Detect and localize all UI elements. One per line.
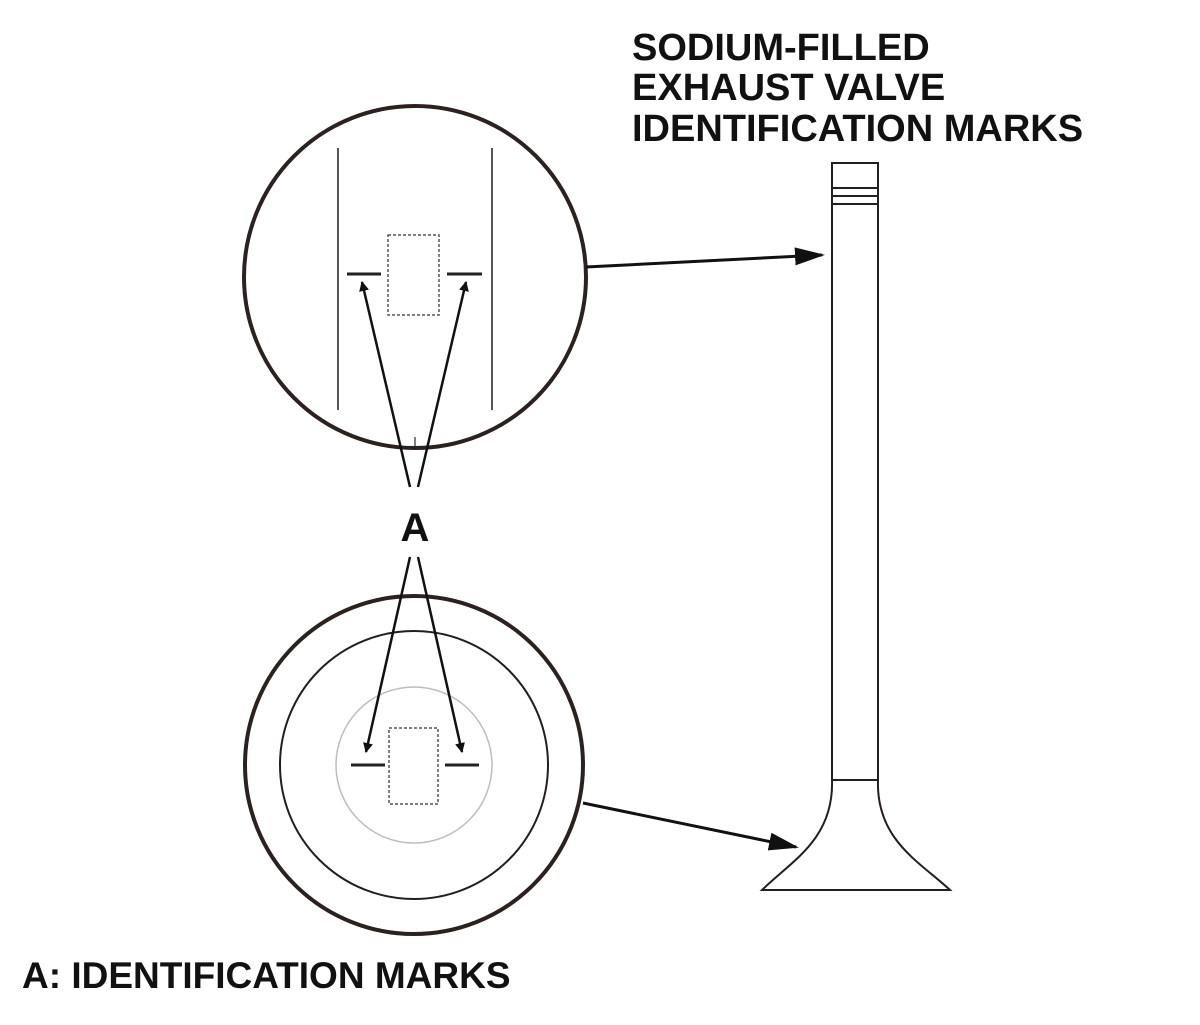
callout-arrow-top-left — [359, 281, 412, 488]
callout-arrow-bottom-right — [416, 556, 465, 753]
stem-detail-view — [242, 104, 588, 450]
stem-sodium-cavity — [387, 234, 440, 316]
face-outer-circle — [243, 594, 585, 936]
callout-arrow-top-right — [416, 281, 469, 488]
face-leader-arrow — [582, 801, 799, 851]
exhaust-valve — [759, 162, 953, 891]
face-detail-view — [243, 594, 585, 936]
face-inner-circle — [279, 630, 549, 900]
callout-arrows — [359, 281, 469, 753]
legend-text: A: IDENTIFICATION MARKS — [22, 955, 511, 996]
diagram-title: SODIUM-FILLED EXHAUST VALVE IDENTIFICATI… — [632, 27, 1083, 150]
title-line-3: IDENTIFICATION MARKS — [632, 108, 1083, 150]
callout-arrow-bottom-left — [363, 556, 412, 753]
stem-detail-circle — [242, 104, 588, 450]
title-line-1: SODIUM-FILLED — [632, 27, 930, 69]
callout-label-a: A — [401, 506, 430, 550]
face-sodium-cavity — [388, 727, 439, 805]
valve-head — [759, 779, 953, 891]
stem-leader-arrow — [585, 247, 825, 269]
title-line-2: EXHAUST VALVE — [632, 67, 945, 109]
valve-stem — [831, 162, 879, 781]
face-stem-circle — [335, 686, 493, 844]
